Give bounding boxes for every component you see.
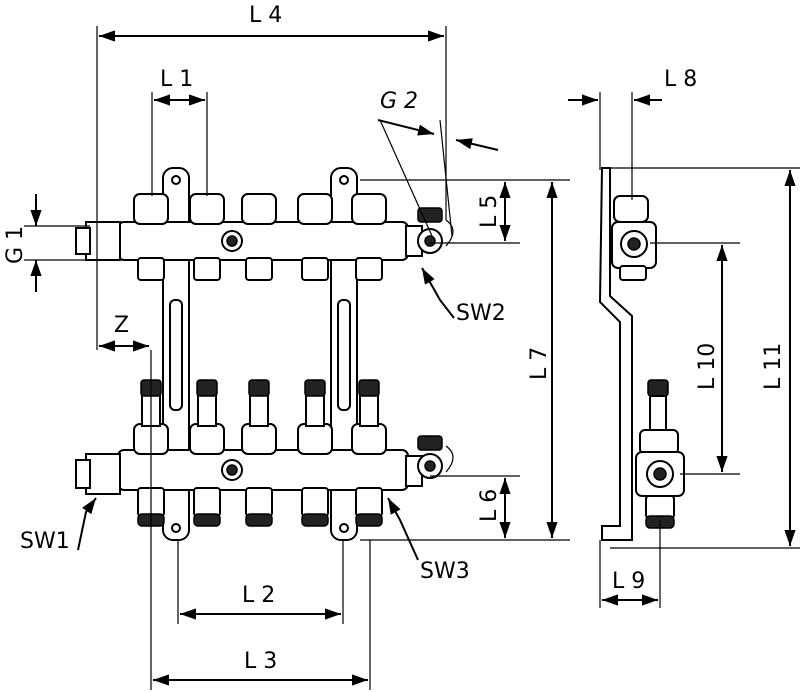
- bottom-manifold-bar: [117, 449, 409, 491]
- label-l1: L 1: [160, 67, 193, 92]
- label-l10: L 10: [695, 343, 720, 390]
- label-g2: G 2: [380, 89, 418, 114]
- label-l5: L 5: [477, 195, 502, 228]
- side-view: [598, 167, 685, 541]
- side-bracket: [598, 167, 633, 541]
- label-l8: L 8: [664, 67, 697, 92]
- label-l3: L 3: [244, 649, 277, 674]
- leader-sw2: [421, 267, 455, 319]
- bottom-inlet-fitting: [85, 453, 121, 495]
- label-sw1: SW1: [20, 529, 70, 554]
- label-l11: L 11: [761, 343, 786, 390]
- dimension-lines: [30, 30, 796, 686]
- label-sw3: SW3: [420, 559, 470, 584]
- top-inlet-fitting: [85, 221, 121, 261]
- label-sw2: SW2: [456, 301, 506, 326]
- label-l9: L 9: [612, 569, 645, 594]
- top-manifold-bar: [117, 221, 409, 261]
- leader-sw1: [77, 497, 97, 551]
- extension-lines: [24, 26, 800, 690]
- leader-sw3: [387, 497, 419, 561]
- top-valves: [133, 193, 387, 281]
- label-l7: L 7: [527, 347, 552, 380]
- label-l2: L 2: [242, 583, 275, 608]
- label-l6: L 6: [477, 489, 502, 522]
- front-view: [75, 167, 454, 541]
- dim-g2: [377, 119, 435, 136]
- label-l4: L 4: [249, 3, 282, 28]
- dimension-labels: L 4 L 1 Z G 1 L 2 L 3 L 7 L 5 L 6 L 8 L …: [3, 3, 786, 674]
- label-z: Z: [114, 313, 129, 338]
- label-g1: G 1: [3, 226, 28, 264]
